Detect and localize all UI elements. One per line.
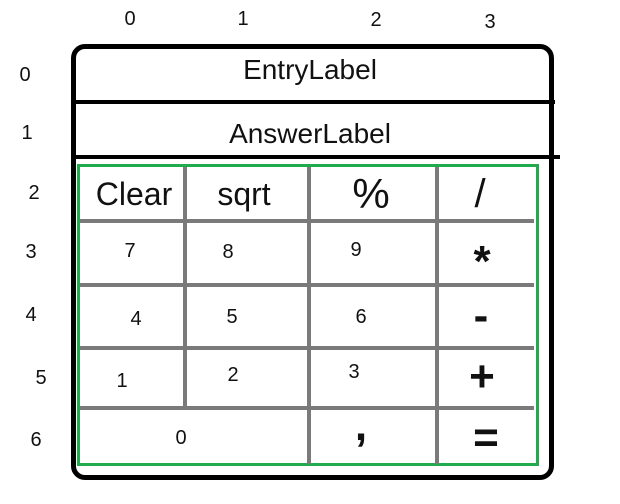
keypad-grid: [77, 164, 539, 466]
grid-line-horizontal: [80, 219, 534, 223]
answer-divider: [71, 155, 560, 159]
key-0-button[interactable]: 0: [175, 427, 187, 449]
key-4-button[interactable]: 4: [130, 308, 142, 330]
key-2-button[interactable]: 2: [227, 364, 239, 386]
row-label-2: 2: [28, 182, 40, 204]
grid-line-horizontal: [80, 283, 534, 287]
column-label-2: 2: [370, 9, 382, 31]
grid-line-horizontal: [80, 346, 534, 350]
grid-line-vertical: [183, 167, 187, 407]
minus-button[interactable]: -: [473, 291, 489, 340]
key-8-button[interactable]: 8: [222, 241, 234, 263]
grid-line-vertical: [435, 167, 439, 464]
row-label-4: 4: [25, 304, 37, 326]
row-label-1: 1: [21, 122, 33, 144]
column-label-3: 3: [484, 11, 496, 33]
grid-line-horizontal: [80, 406, 534, 410]
comma-button[interactable]: ,: [354, 401, 368, 450]
grid-line-vertical: [307, 167, 311, 464]
clear-button[interactable]: Clear: [95, 176, 173, 212]
multiply-button[interactable]: *: [473, 237, 491, 286]
key-7-button[interactable]: 7: [124, 240, 136, 262]
row-label-5: 5: [35, 367, 47, 389]
equals-button[interactable]: =: [473, 413, 499, 462]
key-6-button[interactable]: 6: [355, 306, 367, 328]
calculator-window-frame: [71, 44, 554, 480]
answer-label: AnswerLabel: [229, 118, 391, 149]
plus-button[interactable]: +: [469, 352, 495, 401]
percent-button[interactable]: %: [352, 170, 390, 217]
key-1-button[interactable]: 1: [116, 370, 128, 392]
row-label-6: 6: [30, 429, 42, 451]
key-5-button[interactable]: 5: [226, 306, 238, 328]
key-3-button[interactable]: 3: [348, 361, 360, 383]
divide-button[interactable]: /: [474, 172, 486, 216]
entry-label: EntryLabel: [243, 54, 377, 85]
entry-divider: [71, 100, 555, 104]
column-label-1: 1: [237, 8, 249, 30]
column-label-0: 0: [124, 8, 136, 30]
row-label-3: 3: [25, 241, 37, 263]
key-9-button[interactable]: 9: [350, 239, 362, 261]
sqrt-button[interactable]: sqrt: [217, 176, 271, 212]
row-label-0: 0: [19, 64, 31, 86]
